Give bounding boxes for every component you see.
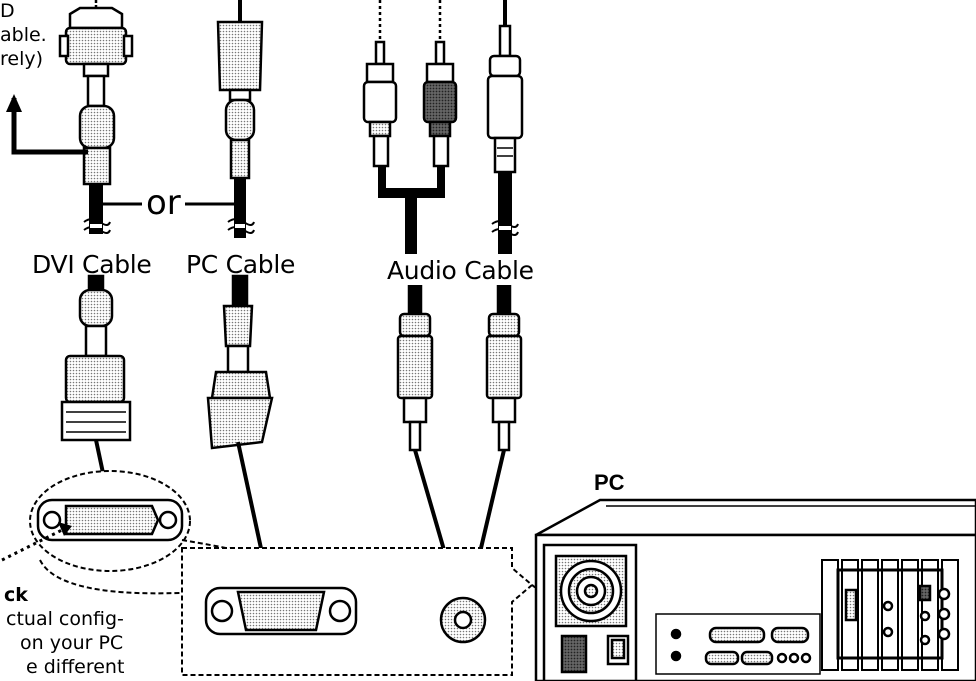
arrow-head-up [6, 94, 22, 112]
audio-cable-line-top [492, 172, 518, 254]
audio-cable-label: Audio Cable [384, 256, 537, 285]
note-top-line-1: D [0, 0, 15, 23]
vga-connector-top [218, 0, 262, 178]
or-label: or [142, 186, 185, 220]
note-bottom-line-3: e different [26, 656, 124, 679]
dvi-connector-top [60, 0, 132, 184]
note-bottom-title: ck [4, 584, 28, 607]
pc-cable-line [228, 178, 254, 238]
rca-plug-white [364, 0, 396, 166]
pc-label: PC [594, 470, 625, 496]
rca-plug-red [424, 0, 456, 166]
dvi-cable-label: DVI Cable [32, 250, 152, 279]
stereo-plug-top [488, 0, 522, 172]
note-bottom-line-1: ctual config- [6, 608, 124, 631]
pc-chassis [536, 500, 976, 681]
back-panel-callout [182, 548, 532, 675]
note-top-line-3: rely) [0, 48, 43, 71]
stereo-plug-bottom-left [398, 282, 432, 450]
pc-cable-label: PC Cable [186, 250, 295, 279]
note-bottom-line-2: on your PC [20, 632, 123, 655]
note-top-line-2: able. [0, 24, 47, 47]
vga-connector-bottom [208, 276, 272, 448]
dvi-connector-bottom [62, 276, 130, 440]
arrow-left-annotation [14, 98, 88, 152]
stereo-plug-bottom-right [487, 282, 521, 450]
audio-y-split [378, 166, 445, 254]
dvi-cable-line [84, 184, 110, 234]
